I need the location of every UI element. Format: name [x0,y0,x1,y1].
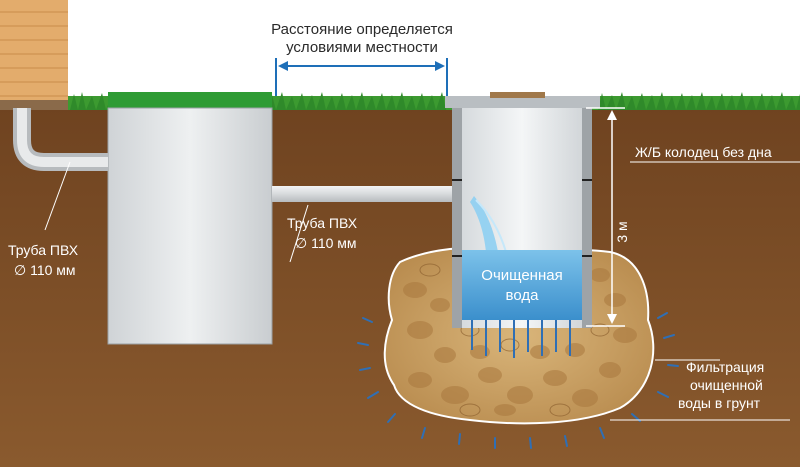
filtration-label-line2: очищенной [690,377,763,393]
pipe-left-label-line2: ∅ 110 мм [14,262,76,278]
distance-label-line2: условиями местности [286,39,438,56]
pipe-mid-label-line2: ∅ 110 мм [295,235,357,251]
well-label: Ж/Б колодец без дна [635,144,772,160]
filtration-label-line3: воды в грунт [678,395,761,411]
distance-arrow [275,58,448,96]
seepage-lines [471,320,571,358]
filtration-rays [357,312,679,449]
water-stream [470,196,507,253]
house-wall [0,0,72,110]
filtration-label-line1: Фильтрация [686,359,764,375]
pipe-mid-label-line1: Труба ПВХ [287,215,358,231]
pipe-left-label-line1: Труба ПВХ [8,242,79,258]
water-label-line1: Очищенная [481,267,562,284]
septic-tank [107,92,273,345]
depth-label: 3 м [614,221,630,242]
leader-lines [44,161,800,421]
water-label-line2: вода [506,287,540,304]
depth-dimension [586,107,625,327]
distance-label-line1: Расстояние определяется [271,21,453,38]
water-body [462,250,582,320]
sky [0,0,800,110]
outlet-pipe [272,185,475,203]
inlet-pipe [13,108,108,171]
